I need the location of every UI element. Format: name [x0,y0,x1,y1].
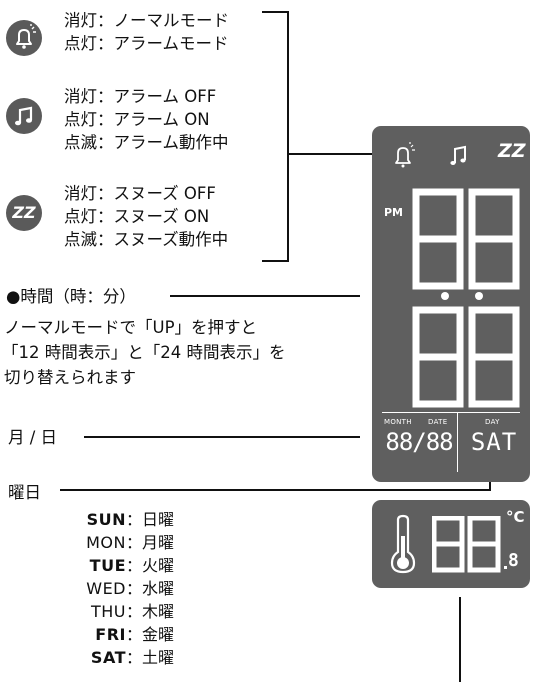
month-day-label: 月 / 日 [8,428,58,447]
weekday-name: ：水曜 [126,579,175,598]
day-value: SAT [470,428,518,456]
alarm-bell-icon [16,24,36,49]
music-legend-line-3: 点滅：アラーム動作中 [64,133,229,152]
seven-segment-digit [468,188,520,290]
minute-digits [412,306,520,408]
weekday-abbr: WED [86,579,126,598]
month-label: MONTH [384,418,412,426]
decimal-point [504,566,507,569]
thermo-lcd-panel: °C 8 [372,500,530,588]
weekday-abbr: SUN [86,510,126,529]
snooze-legend-line-2: 点灯：スヌーズ ON [64,207,210,226]
seven-segment-digit [412,188,464,290]
seven-segment-digit [467,516,501,573]
music-legend-line-1: 消灯：アラーム OFF [64,87,217,106]
weekday-abbr: THU [90,602,126,621]
weekday-name: ：土曜 [126,648,175,667]
date-label: DATE [428,418,448,426]
date-value: 88/88 [385,428,453,456]
clock-lcd-panel: ZZ PM MONTH DATE DAY 88/88 SAT [372,126,530,482]
lcd-divider-horizontal [382,412,520,413]
weekday-row-sun: SUN：日曜 [66,509,174,530]
seven-segment-digit [432,516,465,573]
weekday-row-sat: SAT：土曜 [66,647,174,668]
weekday-name: ：火曜 [126,556,175,575]
time-heading: ●時間（時：分） [6,287,136,306]
weekday-abbr: FRI [95,625,126,644]
weekday-row-thu: THU：木曜 [66,601,174,622]
legend-bracket [262,11,289,262]
weekday-row-tue: TUE：火曜 [66,555,174,576]
snooze-legend-line-3: 点滅：スヌーズ動作中 [64,230,229,249]
hour-digits [412,188,520,290]
snooze-legend-line-1: 消灯：スヌーズ OFF [64,184,216,203]
alarm-legend-line-1: 消灯：ノーマルモード [64,11,229,30]
snooze-icon: ZZ [12,203,36,222]
time-note-line-2: 「12 時間表示」と「24 時間表示」を [2,343,286,362]
snooze-circle: ZZ [6,195,42,231]
decimal-digit: 8 [508,550,519,571]
weekday-name: ：日曜 [126,510,175,529]
celsius-unit: °C [506,508,525,526]
time-note-line-1: ノーマルモードで「UP」を押すと [4,318,258,337]
seven-segment-digit [412,306,464,408]
lcd-music-note-icon [450,145,466,165]
lcd-alarm-bell-icon [395,142,415,168]
thermometer-icon [390,514,416,574]
time-note-line-3: 切り替えられます [4,368,136,387]
weekday-name: ：木曜 [126,602,175,621]
temperature-digits [432,516,501,573]
day-label: DAY [485,418,500,426]
alarm-legend-line-2: 点灯：アラームモード [64,34,229,53]
music-note-circle [6,98,42,134]
lcd-divider-vertical [457,412,458,472]
music-legend-line-2: 点灯：アラーム ON [64,110,210,129]
lcd-snooze-icon: ZZ [498,140,526,162]
weekday-name: ：月曜 [126,533,175,552]
alarm-bell-circle [6,20,42,56]
weekday-line [60,478,491,491]
seven-segment-digit [468,306,520,408]
weekday-row-fri: FRI：金曜 [66,624,174,645]
weekday-name: ：金曜 [126,625,175,644]
weekday-row-mon: MON：月曜 [66,532,174,553]
music-note-icon [15,106,33,126]
colon-dots [441,292,483,300]
weekday-label: 曜日 [8,483,41,502]
weekday-abbr: MON [86,533,126,552]
weekday-row-wed: WED：水曜 [66,578,174,599]
weekday-abbr: SAT [90,648,126,667]
lcd-pm-indicator: PM [384,206,404,219]
weekday-abbr: TUE [89,556,126,575]
